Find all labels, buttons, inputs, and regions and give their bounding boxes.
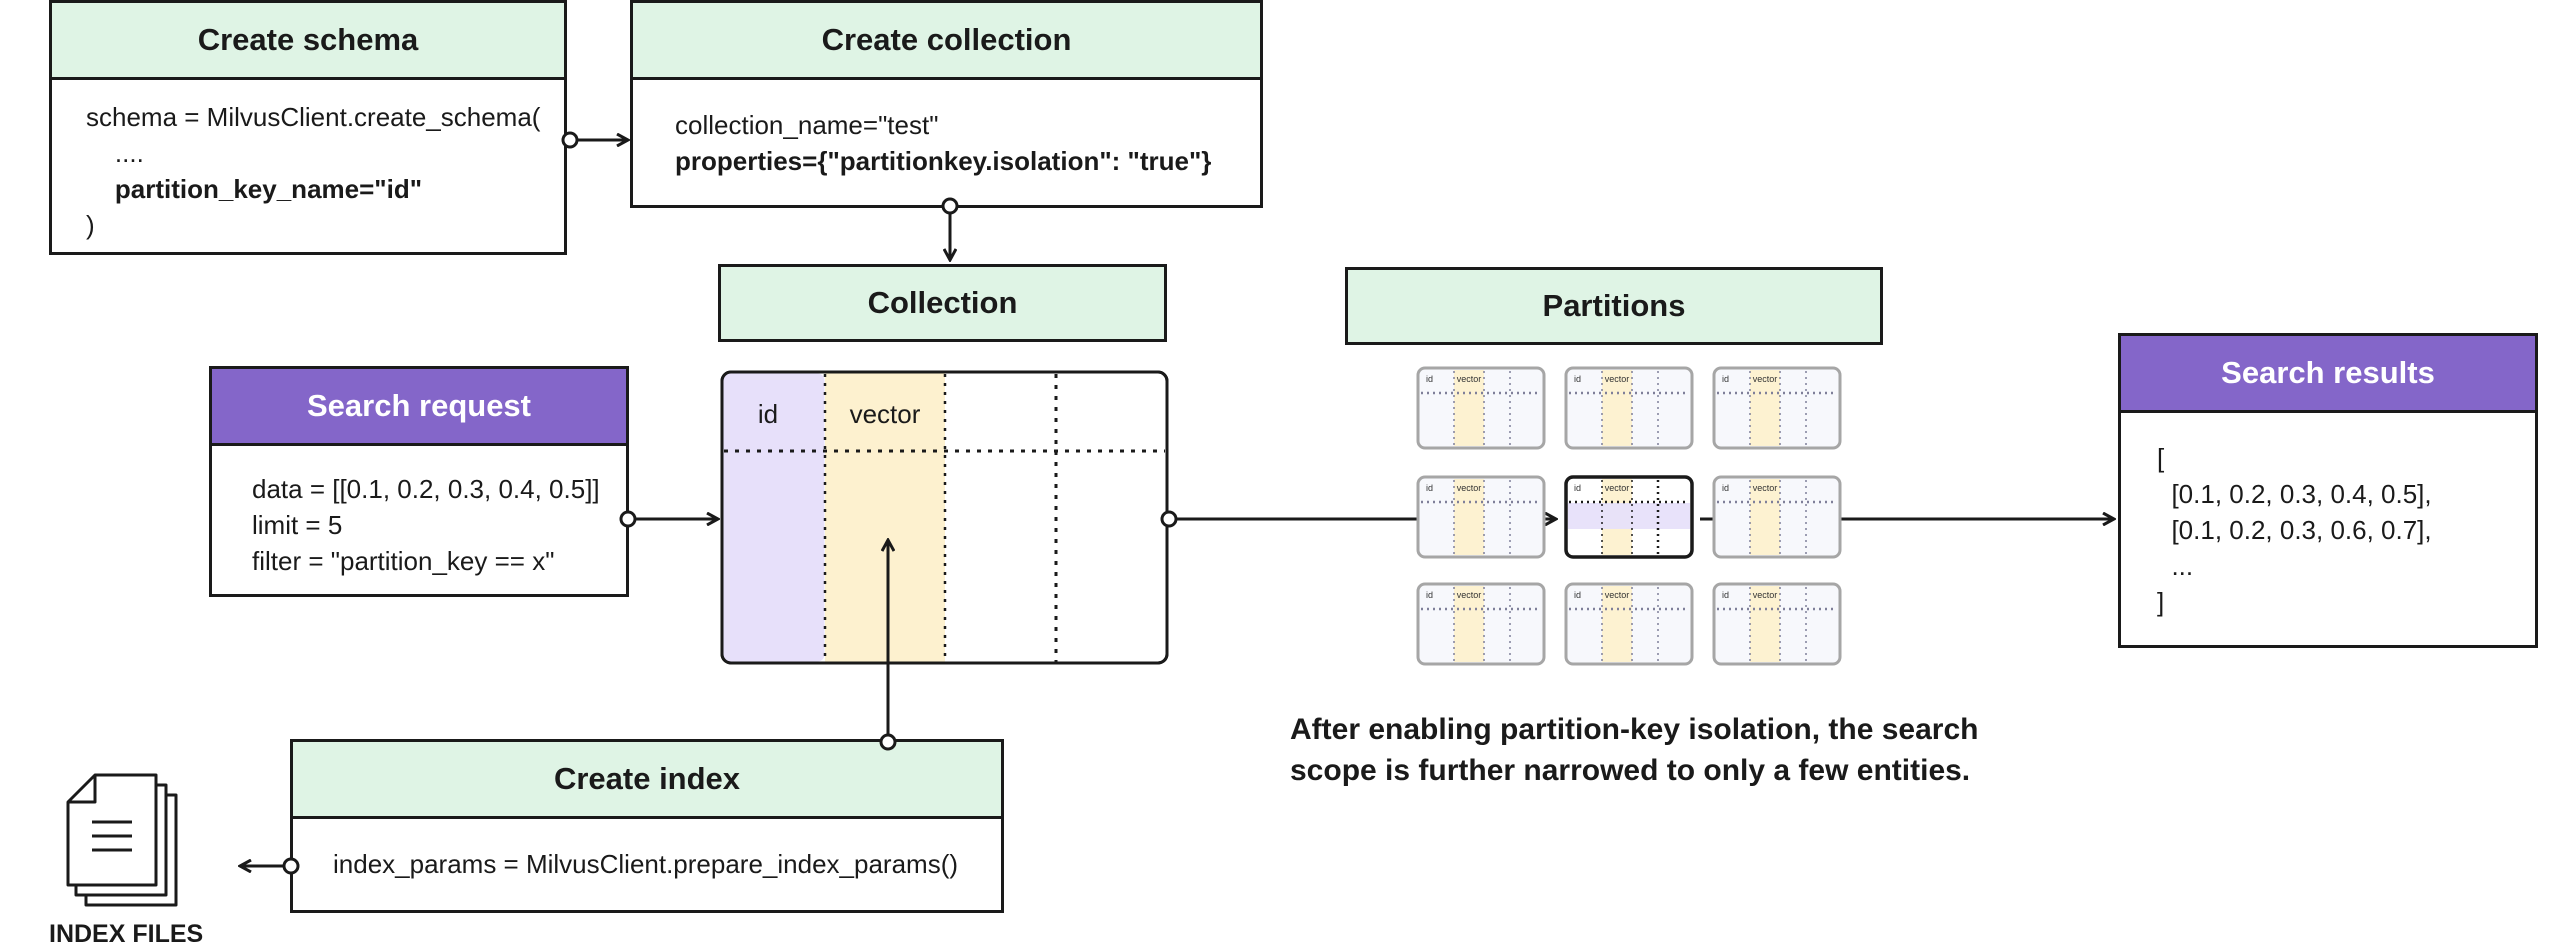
partition-vector-label: vector: [1457, 483, 1482, 493]
create-schema-box: Create schema schema = MilvusClient.crea…: [49, 0, 567, 255]
search-request-line-1: data = [[0.1, 0.2, 0.3, 0.4, 0.5]]: [252, 474, 600, 504]
search-results-line-1: [: [2157, 443, 2165, 473]
partition-2: id vector: [1564, 366, 1694, 450]
create-index-line: index_params = MilvusClient.prepare_inde…: [333, 849, 959, 879]
search-request-line-3: filter = "partition_key == x": [252, 546, 555, 576]
index-files-label: INDEX FILES: [49, 924, 204, 944]
search-results-title: Search results: [2121, 336, 2535, 413]
search-results-line-4: ...: [2157, 551, 2194, 581]
create-schema-line-4: ): [86, 210, 95, 240]
partition-3: id vector: [1712, 366, 1842, 450]
create-schema-line-3: partition_key_name="id": [86, 174, 423, 204]
caption-line-1: After enabling partition-key isolation, …: [1290, 713, 1979, 746]
collection-vector-column: [825, 373, 945, 662]
partitions-grid: id vector id vector id vector id vector id vector…: [1416, 366, 1842, 666]
partition-id-label: id: [1722, 483, 1729, 493]
partition-id-label: id: [1426, 590, 1433, 600]
partition-vector-label: vector: [1605, 590, 1630, 600]
create-index-box: Create index index_params = MilvusClient…: [290, 739, 1004, 913]
create-schema-title: Create schema: [52, 3, 564, 80]
create-collection-title: Create collection: [633, 3, 1260, 80]
create-index-title: Create index: [293, 742, 1001, 819]
document-icon: [66, 773, 178, 907]
create-schema-line-2: ....: [86, 138, 144, 168]
collection-vector-label: vector: [850, 399, 921, 429]
partition-vector-label: vector: [1605, 374, 1630, 384]
search-results-line-3: [0.1, 0.2, 0.3, 0.6, 0.7],: [2157, 515, 2432, 545]
partition-vector-label: vector: [1457, 374, 1482, 384]
partition-5: id vector: [1564, 475, 1694, 559]
create-schema-line-1: schema = MilvusClient.create_schema(: [86, 102, 541, 132]
partition-9: id vector: [1712, 582, 1842, 666]
search-request-title: Search request: [212, 369, 626, 446]
search-results-line-2: [0.1, 0.2, 0.3, 0.4, 0.5],: [2157, 479, 2432, 509]
partition-1: id vector: [1416, 366, 1546, 450]
create-collection-box: Create collection collection_name="test"…: [630, 0, 1263, 208]
partition-7: id vector: [1416, 582, 1546, 666]
caption-line-2: scope is further narrowed to only a few …: [1290, 754, 1971, 787]
partition-id-label: id: [1722, 590, 1729, 600]
partition-id-label: id: [1722, 374, 1729, 384]
partition-id-label: id: [1574, 590, 1581, 600]
partition-vector-label: vector: [1753, 374, 1778, 384]
partitions-title: Partitions: [1345, 267, 1883, 345]
partition-id-label: id: [1426, 374, 1433, 384]
partition-6: id vector: [1712, 475, 1842, 559]
partition-8: id vector: [1564, 582, 1694, 666]
partition-vector-label: vector: [1753, 590, 1778, 600]
partition-vector-label: vector: [1753, 483, 1778, 493]
create-collection-line-1: collection_name="test": [675, 110, 939, 140]
create-collection-line-2: properties={"partitionkey.isolation": "t…: [675, 146, 1212, 176]
partition-id-label: id: [1574, 374, 1581, 384]
search-results-line-5: ]: [2157, 587, 2165, 617]
search-results-box: Search results [ [0.1, 0.2, 0.3, 0.4, 0.…: [2118, 333, 2538, 648]
partition-vector-label: vector: [1457, 590, 1482, 600]
collection-table: id vector: [720, 370, 1169, 665]
collection-id-label: id: [758, 399, 778, 429]
collection-id-column: [723, 373, 825, 662]
search-request-box: Search request data = [[0.1, 0.2, 0.3, 0…: [209, 366, 629, 597]
partition-id-label: id: [1426, 483, 1433, 493]
search-request-line-2: limit = 5: [252, 510, 343, 540]
collection-title: Collection: [718, 264, 1167, 342]
partition-vector-label: vector: [1605, 483, 1630, 493]
partition-id-label: id: [1574, 483, 1581, 493]
partition-4: id vector: [1416, 475, 1546, 559]
